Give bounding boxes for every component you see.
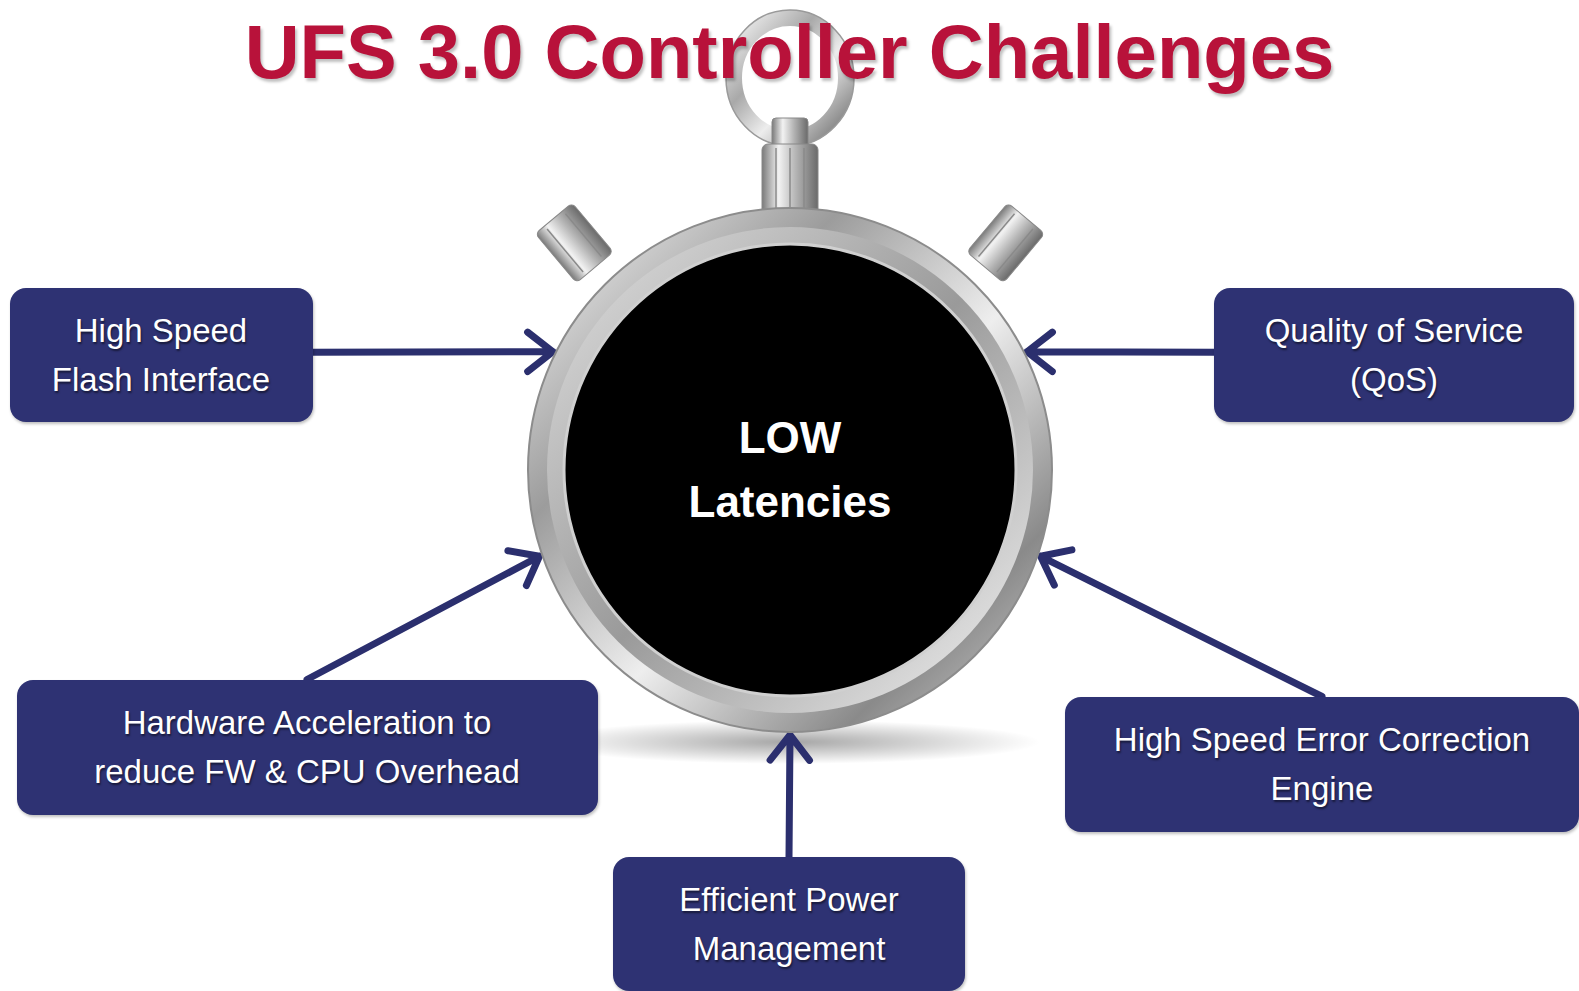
- challenge-box: Hardware Acceleration to reduce FW & CPU…: [17, 680, 598, 815]
- arrow-connector: [307, 551, 539, 680]
- box-label: Hardware Acceleration to reduce FW & CPU…: [72, 698, 542, 797]
- box-label: Quality of Service (QoS): [1229, 306, 1559, 405]
- box-label: High Speed Error Correction Engine: [1087, 715, 1557, 814]
- box-label: High Speed Flash Interface: [34, 306, 289, 405]
- center-label: LOW Latencies: [665, 406, 915, 534]
- right-button: [967, 203, 1045, 283]
- box-label: Efficient Power Management: [629, 875, 949, 974]
- left-button: [535, 203, 613, 283]
- title-text: UFS 3.0 Controller Challenges: [245, 9, 1335, 94]
- arrow-connector: [770, 735, 809, 857]
- stem-ridges: [776, 148, 804, 214]
- challenge-box: High Speed Error Correction Engine: [1065, 697, 1579, 832]
- diagram-title: UFS 3.0 Controller Challenges: [0, 8, 1579, 95]
- stopwatch-face: LOW Latencies: [525, 205, 1055, 735]
- watch-stem: [762, 144, 818, 218]
- arrow-connector: [1027, 332, 1214, 371]
- challenge-box: Quality of Service (QoS): [1214, 288, 1574, 422]
- challenge-box: Efficient Power Management: [613, 857, 965, 991]
- challenge-box: High Speed Flash Interface: [10, 288, 313, 422]
- arrow-connector: [313, 332, 553, 371]
- stopwatch-ring: [525, 205, 1055, 735]
- arrow-connector: [1041, 550, 1322, 697]
